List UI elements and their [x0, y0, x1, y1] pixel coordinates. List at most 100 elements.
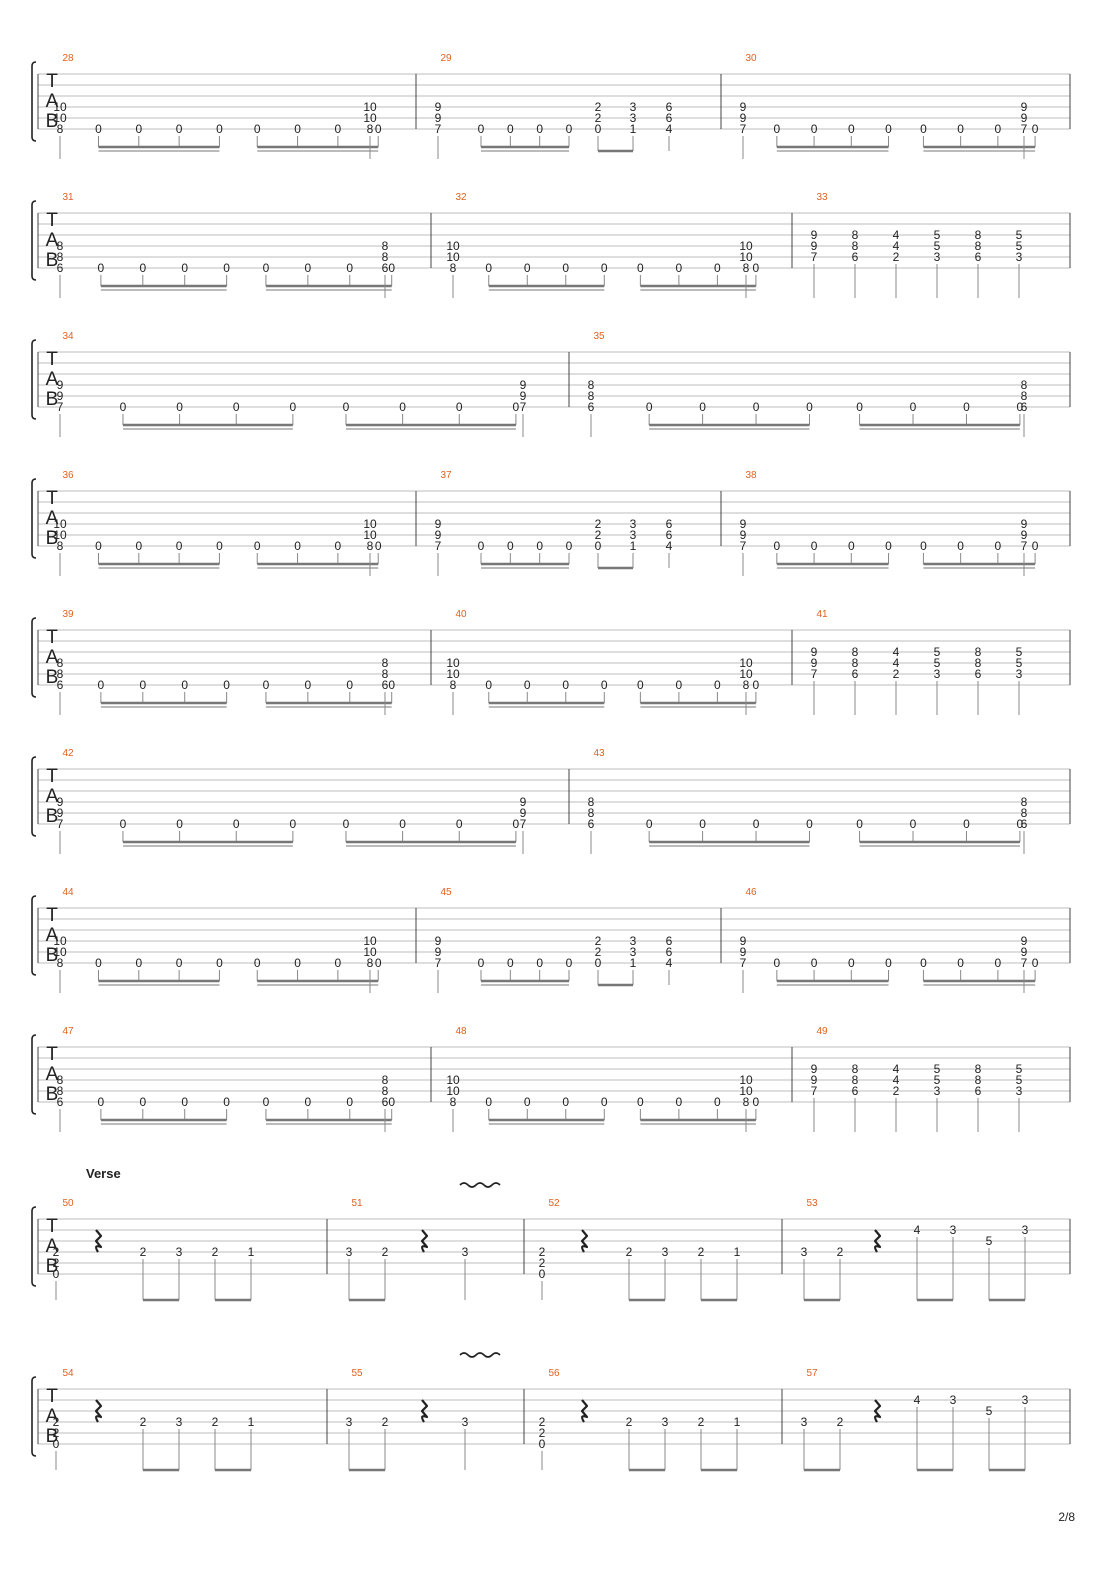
- fret-number: 0: [223, 1095, 230, 1109]
- fret-number: 9: [57, 795, 64, 809]
- fret-number: 3: [934, 667, 941, 681]
- fret-number: 2: [595, 100, 602, 114]
- fret-number: 0: [294, 956, 301, 970]
- fret-number: 0: [95, 122, 102, 136]
- fret-number: 5: [934, 1062, 941, 1076]
- fret-number: 0: [507, 539, 514, 553]
- fret-number: 8: [57, 1084, 64, 1098]
- fret-number: 3: [801, 1245, 808, 1259]
- quarter-rest: [873, 1229, 882, 1253]
- fret-number: 8: [57, 539, 64, 553]
- system-bracket: [31, 1034, 37, 1115]
- fret-number: 8: [588, 806, 595, 820]
- system-bracket: [31, 1206, 37, 1287]
- fret-number: 9: [1021, 100, 1028, 114]
- fret-number: 2: [595, 528, 602, 542]
- fret-number: 3: [934, 250, 941, 264]
- fret-number: 0: [53, 1267, 60, 1281]
- measure-number: 28: [62, 53, 74, 64]
- fret-number: 9: [811, 228, 818, 242]
- fret-number: 0: [753, 400, 760, 414]
- fret-number: 8: [743, 261, 750, 275]
- fret-number: 10: [53, 111, 67, 125]
- fret-number: 3: [950, 1393, 957, 1407]
- fret-number: 2: [595, 934, 602, 948]
- fret-number: 0: [139, 678, 146, 692]
- fret-number: 9: [740, 934, 747, 948]
- fret-number: 2: [539, 1256, 546, 1270]
- fret-number: 0: [485, 1095, 492, 1109]
- fret-number: 0: [699, 400, 706, 414]
- fret-number: 9: [57, 389, 64, 403]
- fret-number: 7: [1021, 956, 1028, 970]
- fret-number: 0: [399, 400, 406, 414]
- fret-number: 10: [446, 667, 460, 681]
- tab-clef-letter: T: [46, 210, 58, 231]
- fret-number: 3: [462, 1245, 469, 1259]
- tab-clef-letter: T: [46, 1386, 58, 1407]
- fret-number: 0: [478, 956, 485, 970]
- fret-number: 8: [975, 1062, 982, 1076]
- fret-number: 0: [181, 678, 188, 692]
- fret-number: 0: [811, 539, 818, 553]
- fret-number: 0: [478, 539, 485, 553]
- fret-number: 5: [1016, 1062, 1023, 1076]
- fret-number: 0: [343, 400, 350, 414]
- tab-clef-letter: A: [46, 925, 59, 946]
- fret-number: 10: [53, 517, 67, 531]
- fret-number: 0: [910, 817, 917, 831]
- fret-number: 2: [539, 1415, 546, 1429]
- fret-number: 8: [382, 1073, 389, 1087]
- fret-number: 10: [739, 667, 753, 681]
- fret-number: 2: [595, 945, 602, 959]
- fret-number: 0: [1032, 122, 1039, 136]
- fret-number: 10: [739, 1073, 753, 1087]
- fret-number: 0: [524, 678, 531, 692]
- system-bracket: [31, 617, 37, 698]
- system-bracket: [31, 478, 37, 559]
- fret-number: 5: [934, 239, 941, 253]
- measure-number: 57: [806, 1368, 818, 1379]
- fret-number: 2: [698, 1415, 705, 1429]
- fret-number: 0: [957, 539, 964, 553]
- fret-number: 0: [920, 122, 927, 136]
- section-label: Verse: [86, 1166, 121, 1181]
- fret-number: 5: [1016, 239, 1023, 253]
- fret-number: 2: [382, 1415, 389, 1429]
- fret-number: 6: [382, 678, 389, 692]
- fret-number: 1: [630, 539, 637, 553]
- fret-number: 7: [740, 539, 747, 553]
- fret-number: 0: [806, 400, 813, 414]
- quarter-rest: [420, 1229, 429, 1253]
- fret-number: 9: [811, 1062, 818, 1076]
- fret-number: 0: [135, 539, 142, 553]
- fret-number: 5: [986, 1404, 993, 1418]
- tab-clef-letter: A: [46, 786, 59, 807]
- fret-number: 0: [995, 539, 1002, 553]
- fret-number: 0: [963, 817, 970, 831]
- measure-number: 47: [62, 1026, 74, 1037]
- fret-number: 4: [914, 1223, 921, 1237]
- fret-number: 10: [446, 250, 460, 264]
- system-bracket: [31, 339, 37, 420]
- fret-number: 2: [595, 517, 602, 531]
- system-bracket: [31, 61, 37, 142]
- fret-number: 0: [753, 261, 760, 275]
- fret-number: 0: [120, 817, 127, 831]
- fret-number: 0: [254, 539, 261, 553]
- fret-number: 9: [1021, 517, 1028, 531]
- fret-number: 0: [885, 122, 892, 136]
- fret-number: 7: [811, 1084, 818, 1098]
- fret-number: 0: [995, 956, 1002, 970]
- fret-number: 8: [382, 656, 389, 670]
- fret-number: 0: [811, 122, 818, 136]
- fret-number: 2: [53, 1256, 60, 1270]
